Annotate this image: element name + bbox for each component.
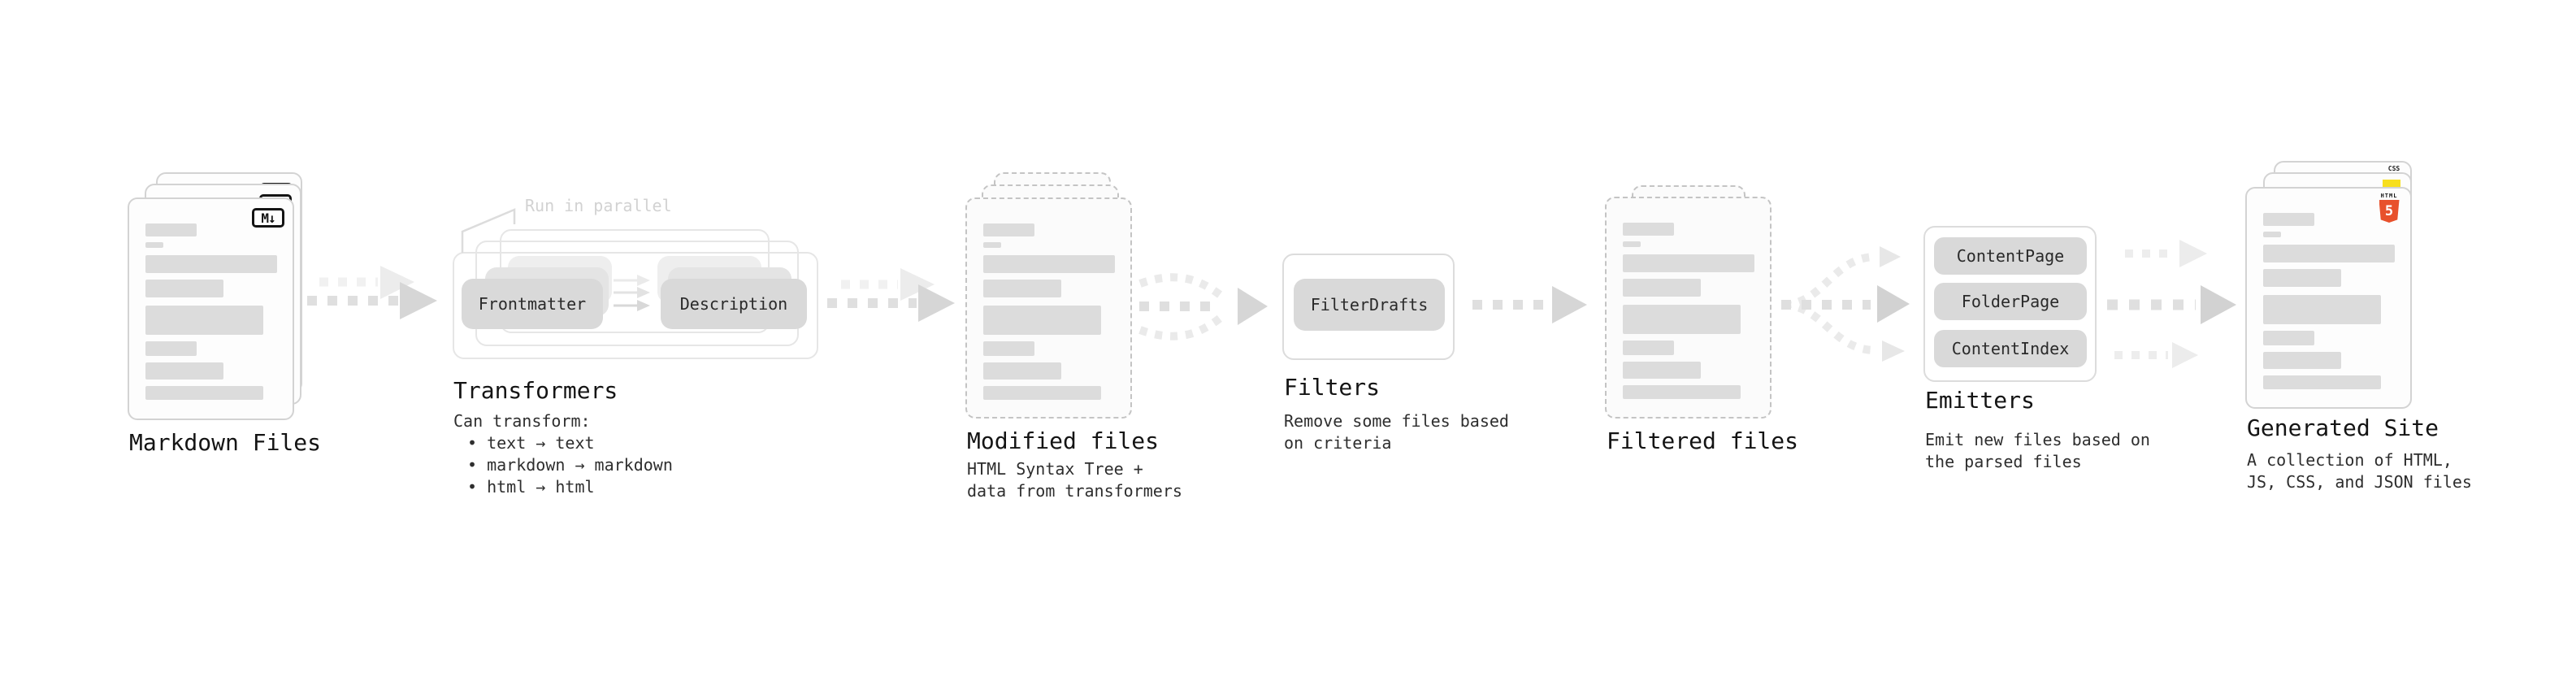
- doc-line: [2263, 352, 2341, 369]
- filtered-files-label: Filtered files: [1607, 427, 1799, 454]
- doc-line: [145, 362, 223, 380]
- transformers-label: Transformers: [453, 377, 618, 404]
- doc-line: [983, 306, 1101, 335]
- filters-description: Remove some files based on criteria: [1284, 411, 1509, 453]
- folderpage-box: FolderPage: [1934, 283, 2087, 320]
- description-box: Description: [661, 279, 807, 329]
- doc-line: [145, 242, 163, 248]
- doc-line: [1623, 305, 1741, 334]
- transform-bullet: • html → html: [467, 477, 595, 497]
- doc-line: [983, 362, 1061, 380]
- doc-line: [983, 280, 1061, 297]
- markdown-icon: M↓: [252, 208, 284, 228]
- arrow-modified-to-filters: [1138, 273, 1268, 340]
- doc-line: [2263, 213, 2314, 226]
- arrow-transformers-to-modified: [827, 268, 955, 322]
- modified-file-card-front: [965, 197, 1132, 419]
- html5-icon: HTML 5: [2378, 193, 2400, 223]
- filters-label: Filters: [1284, 374, 1381, 401]
- contentpage-box: ContentPage: [1934, 237, 2087, 275]
- doc-line: [1623, 362, 1701, 379]
- markdown-file-card-front: M↓: [128, 197, 294, 420]
- doc-line: [1623, 254, 1754, 272]
- doc-line: [2263, 331, 2314, 345]
- doc-line: [145, 386, 263, 400]
- transform-bullet: • text → text: [467, 433, 595, 453]
- doc-line: [983, 386, 1101, 400]
- filtered-file-card-front: [1605, 197, 1772, 419]
- doc-line: [145, 223, 197, 236]
- js-icon: [2383, 180, 2400, 189]
- run-in-parallel-note: Run in parallel: [525, 196, 672, 215]
- doc-line: [983, 242, 1001, 248]
- doc-line: [1623, 241, 1641, 247]
- transform-bullet: • markdown → markdown: [467, 455, 673, 475]
- modified-files-description: HTML Syntax Tree + data from transformer…: [967, 459, 1182, 501]
- transformers-description: Can transform: • text → text • markdown …: [453, 410, 673, 498]
- doc-line: [983, 341, 1034, 356]
- doc-line: [2263, 245, 2395, 262]
- filterdrafts-box: FilterDrafts: [1294, 279, 1445, 331]
- arrow-filters-to-filtered: [1472, 286, 1587, 323]
- doc-line: [983, 255, 1115, 273]
- contentindex-box: ContentIndex: [1934, 330, 2087, 367]
- arrow-markdown-to-transformers: [307, 266, 437, 319]
- emitters-description: Emit new files based on the parsed files: [1925, 430, 2150, 471]
- doc-line: [145, 306, 263, 335]
- doc-line: [1623, 385, 1741, 399]
- arrow-filtered-to-emitters: [1781, 246, 1910, 362]
- doc-line: [2263, 375, 2381, 389]
- can-transform-title: Can transform:: [453, 411, 591, 431]
- doc-line: [983, 223, 1034, 236]
- modified-files-label: Modified files: [967, 427, 1160, 454]
- doc-line: [2263, 232, 2281, 237]
- generated-file-card-front: HTML 5: [2245, 187, 2412, 409]
- generated-site-label: Generated Site: [2247, 414, 2439, 441]
- arrow-emitters-to-generated: [2107, 240, 2236, 368]
- emitters-label: Emitters: [1925, 387, 2035, 414]
- doc-line: [145, 280, 223, 297]
- markdown-files-label: Markdown Files: [129, 429, 322, 456]
- doc-line: [145, 255, 277, 273]
- doc-line: [1623, 223, 1674, 236]
- doc-line: [2263, 269, 2341, 287]
- frontmatter-box: Frontmatter: [462, 279, 603, 329]
- generated-site-description: A collection of HTML, JS, CSS, and JSON …: [2247, 450, 2472, 492]
- parallel-layer-front: [453, 252, 818, 359]
- doc-line: [2263, 295, 2381, 324]
- doc-line: [145, 341, 197, 356]
- doc-line: [1623, 279, 1701, 297]
- doc-line: [1623, 340, 1674, 355]
